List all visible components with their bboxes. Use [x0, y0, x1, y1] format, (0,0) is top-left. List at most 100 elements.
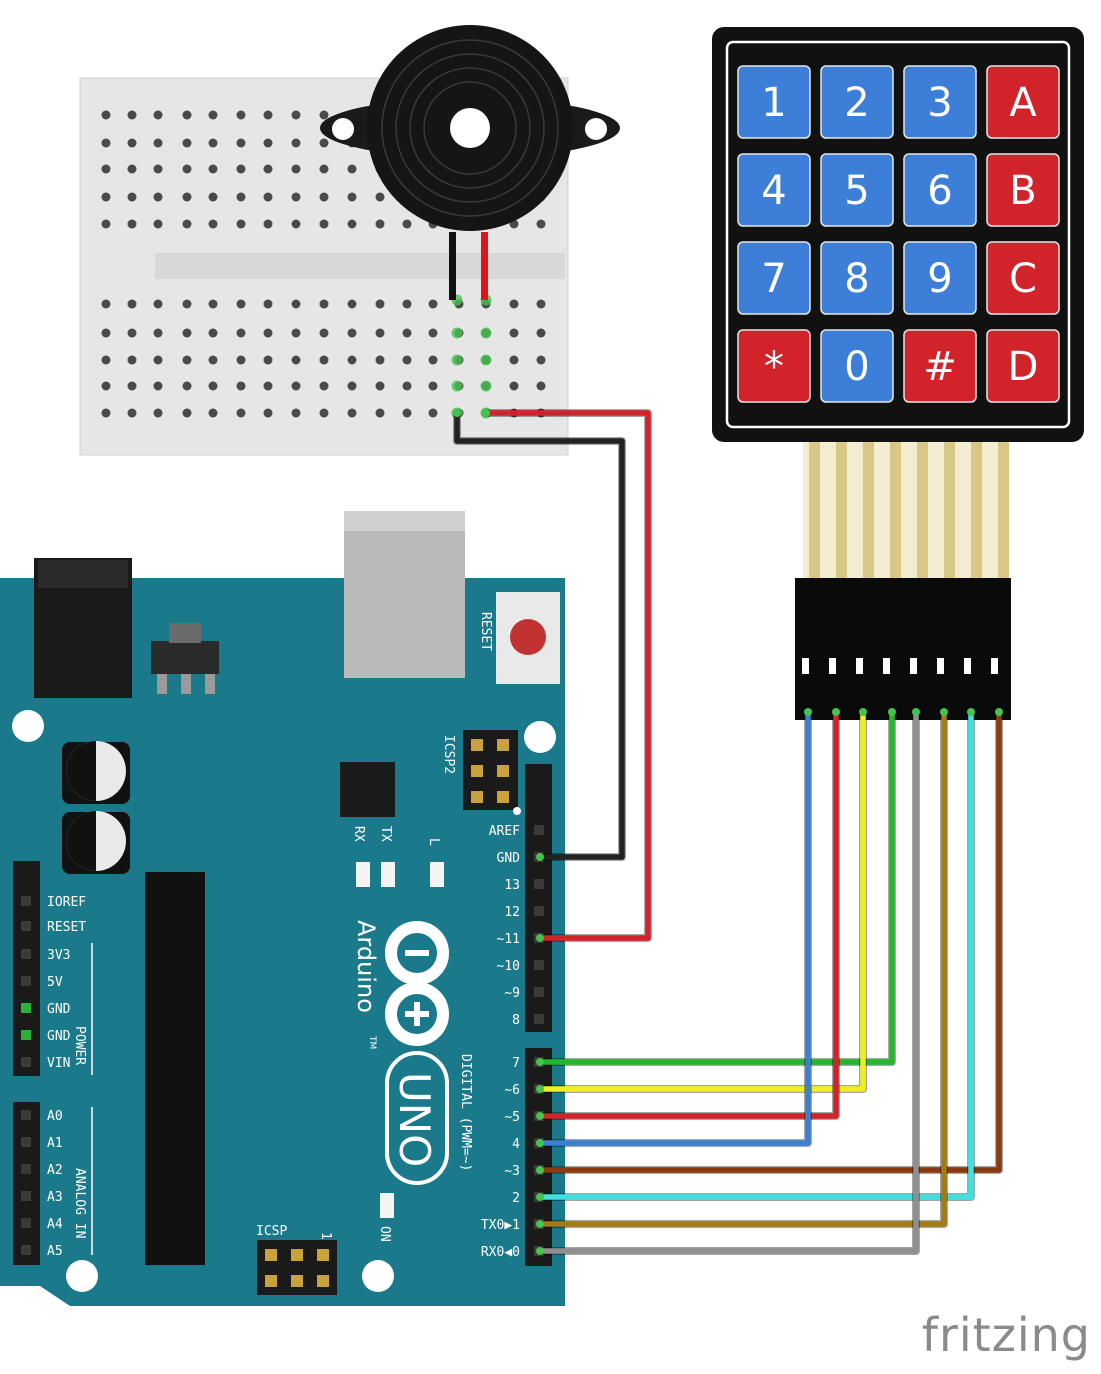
power-pin-label: GND: [47, 1002, 71, 1017]
power-pin-label: IOREF: [47, 895, 86, 910]
keypad-key-label: 4: [761, 168, 786, 214]
model-name: UNO: [390, 1072, 439, 1167]
digital-pin-label: ~11: [497, 932, 520, 947]
digital-pin-label: 12: [504, 905, 520, 920]
keypad-key[interactable]: B: [986, 153, 1060, 227]
icsp-pin1-label: 1: [318, 1232, 333, 1240]
power-pin-label: 5V: [47, 975, 63, 990]
rx-led: [356, 862, 370, 887]
analog-pin-label: A1: [47, 1136, 63, 1151]
keypad-key-label: A: [1009, 80, 1037, 126]
wire-buzzer-ground: [454, 410, 625, 860]
keypad-key[interactable]: 0: [820, 329, 894, 403]
capacitor: [62, 811, 130, 874]
keypad-key-label: 5: [844, 168, 869, 214]
analog-pin-label: A4: [47, 1217, 63, 1232]
wire-keypad-pin-1: [537, 709, 811, 1146]
tx-label: TX: [378, 826, 393, 842]
digital-pin-label: 13: [504, 878, 520, 893]
keypad-key[interactable]: 2: [820, 65, 894, 139]
keypad-key-label: 7: [761, 256, 786, 302]
keypad-key-label: 1: [761, 80, 786, 126]
keypad-key-label: 6: [927, 168, 952, 214]
keypad-key-label: #: [923, 344, 957, 390]
icsp-label: ICSP: [256, 1224, 287, 1239]
digital-pin-label: 7: [512, 1056, 520, 1071]
usb-chip: [340, 762, 395, 817]
keypad-key[interactable]: *: [737, 329, 811, 403]
on-led: [380, 1193, 394, 1218]
fritzing-watermark: fritzing: [921, 1308, 1091, 1362]
icsp2-header: [463, 730, 518, 810]
keypad-key-label: B: [1009, 168, 1036, 214]
keypad-key[interactable]: 4: [737, 153, 811, 227]
power-pin-label: 3V3: [47, 948, 70, 963]
keypad-header: [795, 578, 1011, 720]
tx-led: [381, 862, 395, 887]
keypad-key[interactable]: C: [986, 241, 1060, 315]
digital-pin-label: TX0▶1: [481, 1218, 520, 1233]
arduino-uno-board: RESET ICSP2 ICSP 1 RX TX L: [0, 511, 565, 1306]
brand-name: Arduino: [352, 920, 380, 1013]
keypad-key-label: 8: [844, 256, 869, 302]
keypad-key-label: C: [1009, 256, 1037, 302]
keypad-key[interactable]: 3: [903, 65, 977, 139]
keypad-key-label: D: [1008, 344, 1039, 390]
arduino-infinity-logo: [385, 921, 449, 1046]
wire-keypad-pin-7: [537, 709, 974, 1200]
digital-pin-label: RX0◀0: [481, 1245, 520, 1260]
analog-pin-label: A5: [47, 1244, 63, 1259]
capacitor: [62, 741, 130, 804]
digital-pin-label: ~10: [497, 959, 520, 974]
trademark: TM: [367, 1035, 377, 1049]
keypad-key[interactable]: 5: [820, 153, 894, 227]
keypad-key[interactable]: 8: [820, 241, 894, 315]
analog-pin-label: A2: [47, 1163, 63, 1178]
keypad-key[interactable]: #: [903, 329, 977, 403]
digital-pin-label: ~5: [504, 1110, 520, 1125]
digital-pin-label: ~6: [504, 1083, 520, 1098]
wires: [453, 409, 1003, 1255]
power-pin-label: VIN: [47, 1056, 70, 1071]
power-pin-label: GND: [47, 1029, 71, 1044]
keypad-key-label: 3: [927, 80, 952, 126]
wire-buzzer-positive: [483, 410, 651, 941]
keypad-key[interactable]: D: [986, 329, 1060, 403]
keypad-key-label: 2: [844, 80, 869, 126]
l-label: L: [426, 838, 441, 846]
power-header: [13, 861, 40, 1076]
digital-pin-label: 4: [512, 1137, 520, 1152]
wire-keypad-pin-6: [537, 709, 947, 1227]
analog-header-label: ANALOG IN: [72, 1168, 87, 1238]
analog-header: [13, 1102, 40, 1265]
wire-keypad-pin-2: [537, 709, 839, 1119]
uno-badge: [385, 1051, 449, 1185]
digital-pin-label: AREF: [489, 824, 520, 839]
keypad-key[interactable]: 6: [903, 153, 977, 227]
keypad-key-label: 0: [844, 344, 869, 390]
piezo-buzzer: [320, 25, 620, 300]
digital-header-label: DIGITAL (PWM=~): [458, 1054, 473, 1171]
digital-pin-label: ~3: [504, 1164, 520, 1179]
rx-label: RX: [351, 826, 366, 842]
analog-pin-label: A3: [47, 1190, 63, 1205]
wire-keypad-pin-4: [537, 709, 895, 1065]
l-led: [430, 862, 444, 887]
digital-pin-label: 2: [512, 1191, 520, 1206]
keypad-key[interactable]: 7: [737, 241, 811, 315]
keypad-key[interactable]: A: [986, 65, 1060, 139]
power-header-label: POWER: [72, 1026, 87, 1065]
keypad-key[interactable]: 1: [737, 65, 811, 139]
digital-pin-label: 8: [512, 1013, 520, 1028]
icsp-header: [257, 1240, 337, 1295]
wire-keypad-pin-5: [537, 709, 919, 1254]
analog-pin-label: A0: [47, 1109, 63, 1124]
keypad-ribbon: [803, 442, 1009, 582]
icsp2-label: ICSP2: [441, 735, 456, 774]
keypad-key[interactable]: 9: [903, 241, 977, 315]
atmega-chip: [145, 872, 205, 1265]
power-pin-label: RESET: [47, 920, 86, 935]
reset-label: RESET: [478, 612, 493, 651]
